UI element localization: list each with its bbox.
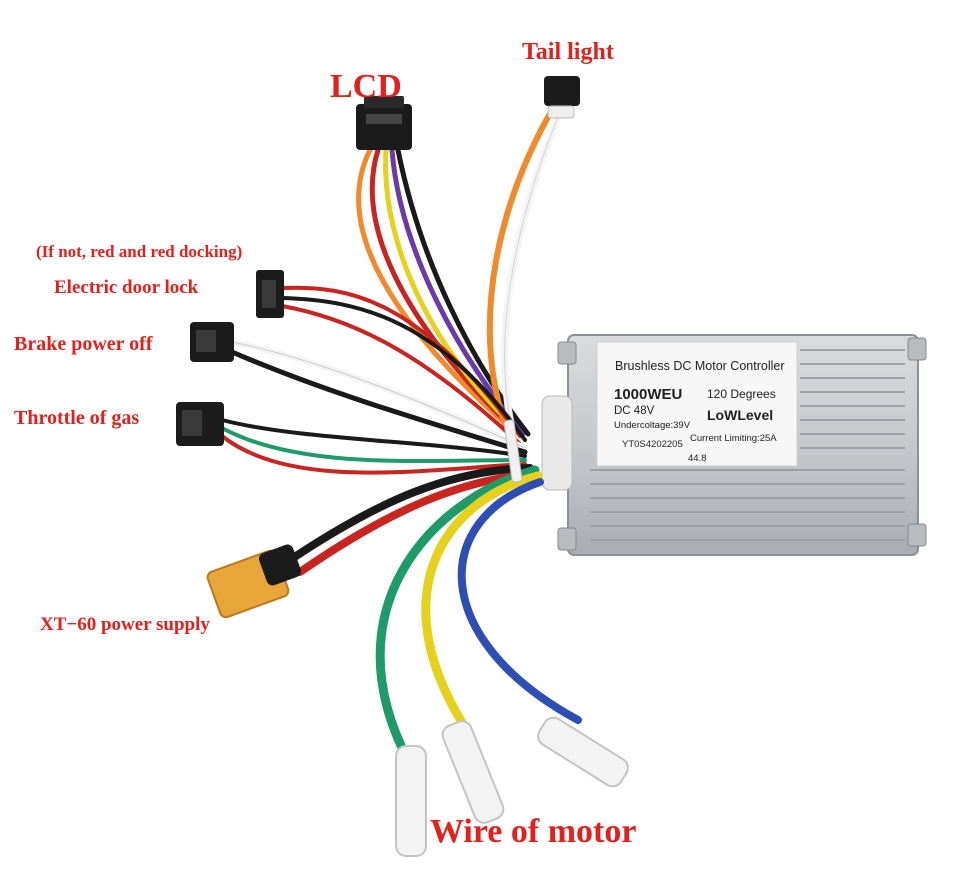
label-tail-light: Tail light (522, 39, 614, 65)
tail-light-connector (544, 76, 580, 119)
label-lcd: LCD (330, 68, 402, 105)
label-brake: Brake power off (14, 333, 153, 355)
plate-number: 44.8 (688, 453, 707, 464)
label-throttle: Throttle of gas (14, 407, 140, 429)
lcd-connector (356, 96, 412, 150)
plate-degrees: 120 Degrees (707, 387, 776, 401)
plate-voltage: DC 48V (614, 405, 655, 417)
label-door-lock: Electric door lock (54, 277, 199, 298)
plate-serial: YT0S4202205 (622, 439, 683, 450)
label-motor: Wire of motor (430, 813, 637, 850)
label-xt60: XT−60 power supply (40, 614, 210, 635)
plate-title: Brushless DC Motor Controller (615, 359, 785, 373)
door-lock-connector (256, 270, 284, 318)
throttle-connector (176, 402, 224, 446)
wire-harness (220, 107, 582, 765)
label-if-not: (If not, red and red docking) (36, 242, 243, 261)
plate-level: LoWLevel (707, 407, 773, 423)
motor-connectors (395, 716, 629, 857)
plate-current: Current Limiting:25A (690, 433, 777, 444)
controller-nameplate: Brushless DC Motor Controller 1000WEU 12… (596, 341, 798, 467)
plate-undervoltage: Undercoltage:39V (614, 420, 691, 431)
brake-connector (190, 322, 234, 362)
plate-model: 1000WEU (614, 386, 682, 403)
xt60-connector (206, 544, 302, 619)
